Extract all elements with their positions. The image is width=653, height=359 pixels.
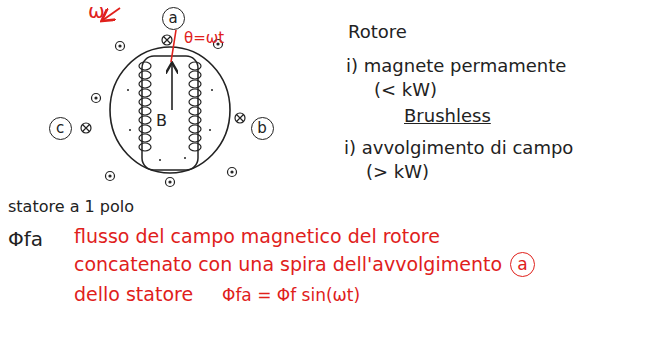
conductor-out — [92, 40, 237, 187]
note-text: (> kW) — [366, 162, 429, 183]
winding-letter: b — [257, 121, 267, 136]
note-text: concatenato con una spira dell'avvolgime… — [74, 254, 502, 276]
note-text: flusso del campo magnetico del rotore — [74, 226, 440, 248]
conductor-in — [81, 35, 245, 133]
note-text: i) avvolgimento di campo — [344, 138, 573, 159]
winding-letter: a — [168, 11, 177, 26]
note-text: Φfa = Φf sin(ωt) — [222, 286, 360, 306]
winding-tag: a — [162, 7, 185, 30]
winding-letter: c — [56, 121, 64, 136]
note-text: Brushless — [404, 106, 491, 127]
note-text: dello statore — [74, 284, 193, 306]
note-text: Φfa — [8, 228, 43, 251]
note-text: (< kW) — [374, 80, 437, 101]
note-text: θ=ωt — [184, 30, 224, 47]
note-text: statore a 1 polo — [8, 198, 134, 216]
rotation-arrow — [103, 8, 120, 20]
note-text: B — [156, 112, 167, 130]
field-arrow — [171, 64, 173, 110]
field-coils — [139, 62, 201, 151]
note-text: i) magnete permamente — [346, 56, 566, 77]
winding-tag: b — [251, 117, 274, 140]
winding-tag: c — [49, 117, 72, 140]
rotor-axis — [171, 30, 176, 62]
gap-dots — [127, 89, 213, 161]
winding-tag: a — [510, 252, 535, 277]
stator-circle — [110, 47, 230, 173]
winding-letter: a — [517, 256, 527, 273]
note-text: Rotore — [348, 22, 407, 43]
note-text: ω — [88, 0, 105, 23]
